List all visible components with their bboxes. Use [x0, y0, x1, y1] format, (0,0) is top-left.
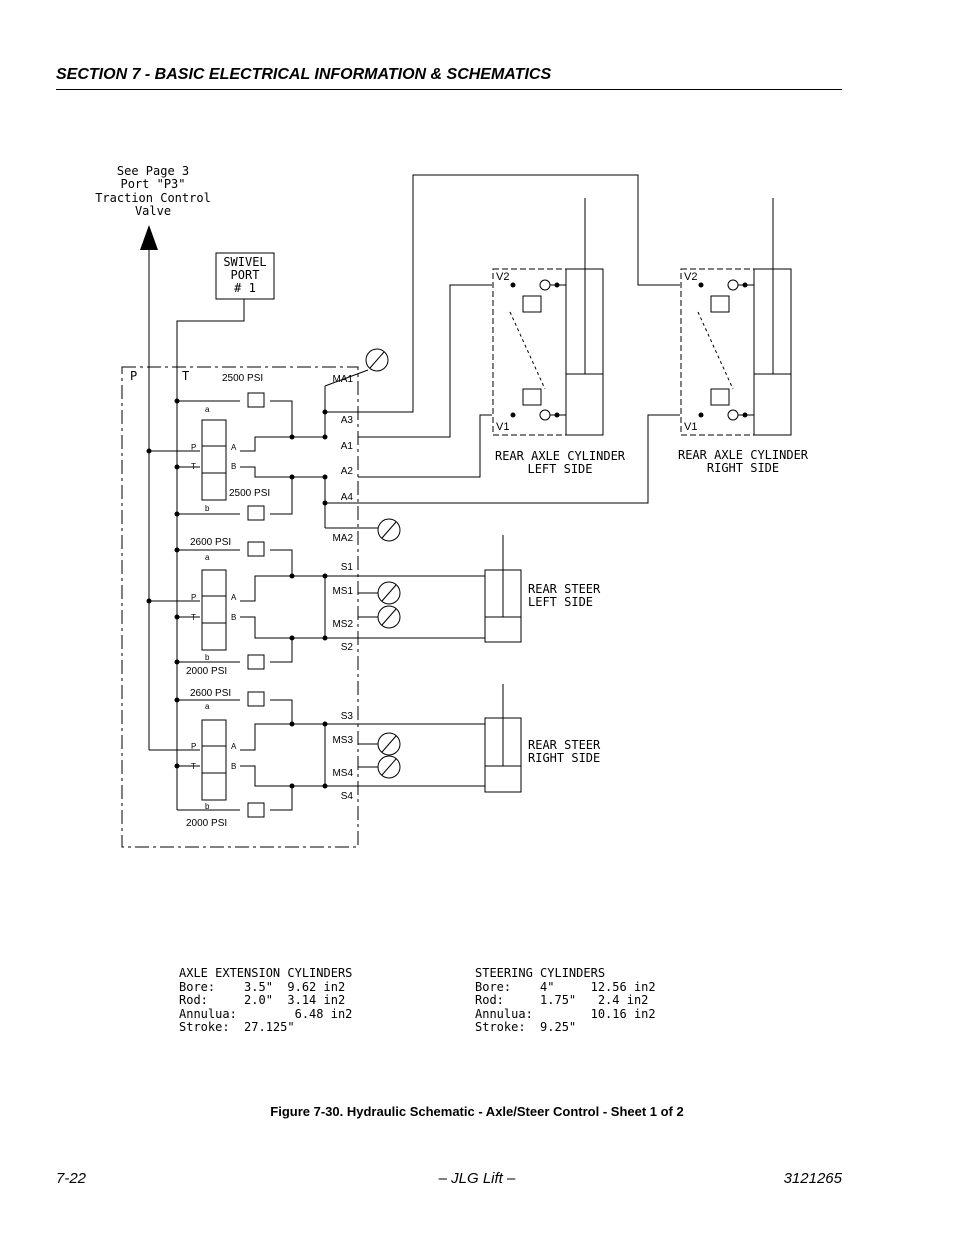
- spec-line: Rod: 2.0" 3.14 in2: [179, 993, 345, 1007]
- axle-cylinder-left: [492, 198, 604, 436]
- port-label: MS2: [332, 619, 353, 630]
- swivel-line: SWIVEL: [223, 255, 266, 269]
- steer-cylinders: [484, 535, 522, 793]
- cylinder-label: RIGHT SIDE: [707, 461, 779, 475]
- spec-line: Annulua: 6.48 in2: [179, 1007, 352, 1021]
- doc-number: 3121265: [783, 1170, 842, 1187]
- steer-label: LEFT SIDE: [528, 595, 593, 609]
- figure-caption: Figure 7-30. Hydraulic Schematic - Axle/…: [270, 1104, 684, 1119]
- note-text: See Page 3 Port "P3" Traction Control Va…: [95, 164, 211, 218]
- spool-letter: T: [191, 762, 196, 771]
- cylinder-label: REAR AXLE CYLINDER: [678, 448, 809, 462]
- note-line: Port "P3": [120, 177, 185, 191]
- spool-letter: P: [191, 593, 196, 602]
- spool-letter: b: [205, 802, 210, 811]
- port-v1-label: V1: [496, 421, 509, 433]
- spool-letter: B: [231, 462, 236, 471]
- spool-letter: b: [205, 504, 210, 513]
- steer-label: REAR STEER: [528, 582, 601, 596]
- spool-letter: b: [205, 653, 210, 662]
- swivel-line: # 1: [234, 281, 256, 295]
- port-label: MS3: [332, 735, 353, 746]
- relief-label: 2600 PSI: [190, 537, 231, 548]
- relief-label: 2000 PSI: [186, 818, 227, 829]
- cylinder-label: REAR AXLE CYLINDER: [495, 449, 626, 463]
- port-label: MA2: [332, 533, 353, 544]
- port-label: A1: [341, 441, 354, 452]
- cylinder-label: LEFT SIDE: [527, 462, 592, 476]
- spool-letter: a: [205, 553, 210, 562]
- page-number: 7-22: [56, 1170, 87, 1187]
- relief-label: 2600 PSI: [190, 688, 231, 699]
- spool-letter: A: [231, 742, 237, 751]
- spool-letter: P: [191, 742, 196, 751]
- spec-line: Bore: 4" 12.56 in2: [475, 980, 656, 994]
- note-line: See Page 3: [117, 164, 189, 178]
- section-header: SECTION 7 - BASIC ELECTRICAL INFORMATION…: [56, 66, 552, 83]
- spec-line: STEERING CYLINDERS: [475, 966, 605, 980]
- spec-line: Stroke: 9.25": [475, 1020, 576, 1034]
- port-label: S2: [341, 642, 354, 653]
- spec-line: Rod: 1.75" 2.4 in2: [475, 993, 648, 1007]
- footer-center: – JLG Lift –: [438, 1170, 516, 1187]
- port-label: A3: [341, 415, 354, 426]
- spool-letter: B: [231, 762, 236, 771]
- port-label: A4: [341, 492, 354, 503]
- swivel-line: PORT: [231, 268, 260, 282]
- spool-valves: [201, 392, 265, 818]
- port-label: MS4: [332, 768, 353, 779]
- valve-enclosure: [121, 366, 359, 848]
- relief-label: 2500 PSI: [229, 488, 270, 499]
- spec-line: AXLE EXTENSION CYLINDERS: [179, 966, 352, 980]
- spool-letter: a: [205, 405, 210, 414]
- spool-letter: a: [205, 702, 210, 711]
- spec-line: Annulua: 10.16 in2: [475, 1007, 656, 1021]
- port-v2-label: V2: [684, 271, 697, 283]
- port-t-label: T: [182, 369, 189, 383]
- axle-cylinder-right: [680, 198, 792, 436]
- steer-label: REAR STEER: [528, 738, 601, 752]
- gauges: [365, 348, 401, 779]
- header-rule: [56, 89, 842, 90]
- junctions: [146, 398, 328, 789]
- port-label: A2: [341, 466, 354, 477]
- port-v1-label: V1: [684, 421, 697, 433]
- port-label: S1: [341, 562, 354, 573]
- port-label: S3: [341, 711, 354, 722]
- arrow-up-icon: [140, 225, 158, 250]
- note-line: Valve: [135, 204, 171, 218]
- port-v2-label: V2: [496, 271, 509, 283]
- spool-letter: P: [191, 443, 196, 452]
- port-p-label: P: [130, 369, 137, 383]
- relief-label: 2000 PSI: [186, 666, 227, 677]
- port-label: S4: [341, 791, 354, 802]
- relief-label: 2500 PSI: [222, 373, 263, 384]
- spec-line: Stroke: 27.125": [179, 1020, 295, 1034]
- spool-letter: T: [191, 613, 196, 622]
- steer-label: RIGHT SIDE: [528, 751, 600, 765]
- spool-letter: A: [231, 593, 237, 602]
- spool-letter: B: [231, 613, 236, 622]
- spec-line: Bore: 3.5" 9.62 in2: [179, 980, 345, 994]
- port-label: MS1: [332, 586, 353, 597]
- note-line: Traction Control: [95, 191, 211, 205]
- spool-letter: A: [231, 443, 237, 452]
- spool-letter: T: [191, 462, 196, 471]
- swivel-port-box: [215, 252, 275, 300]
